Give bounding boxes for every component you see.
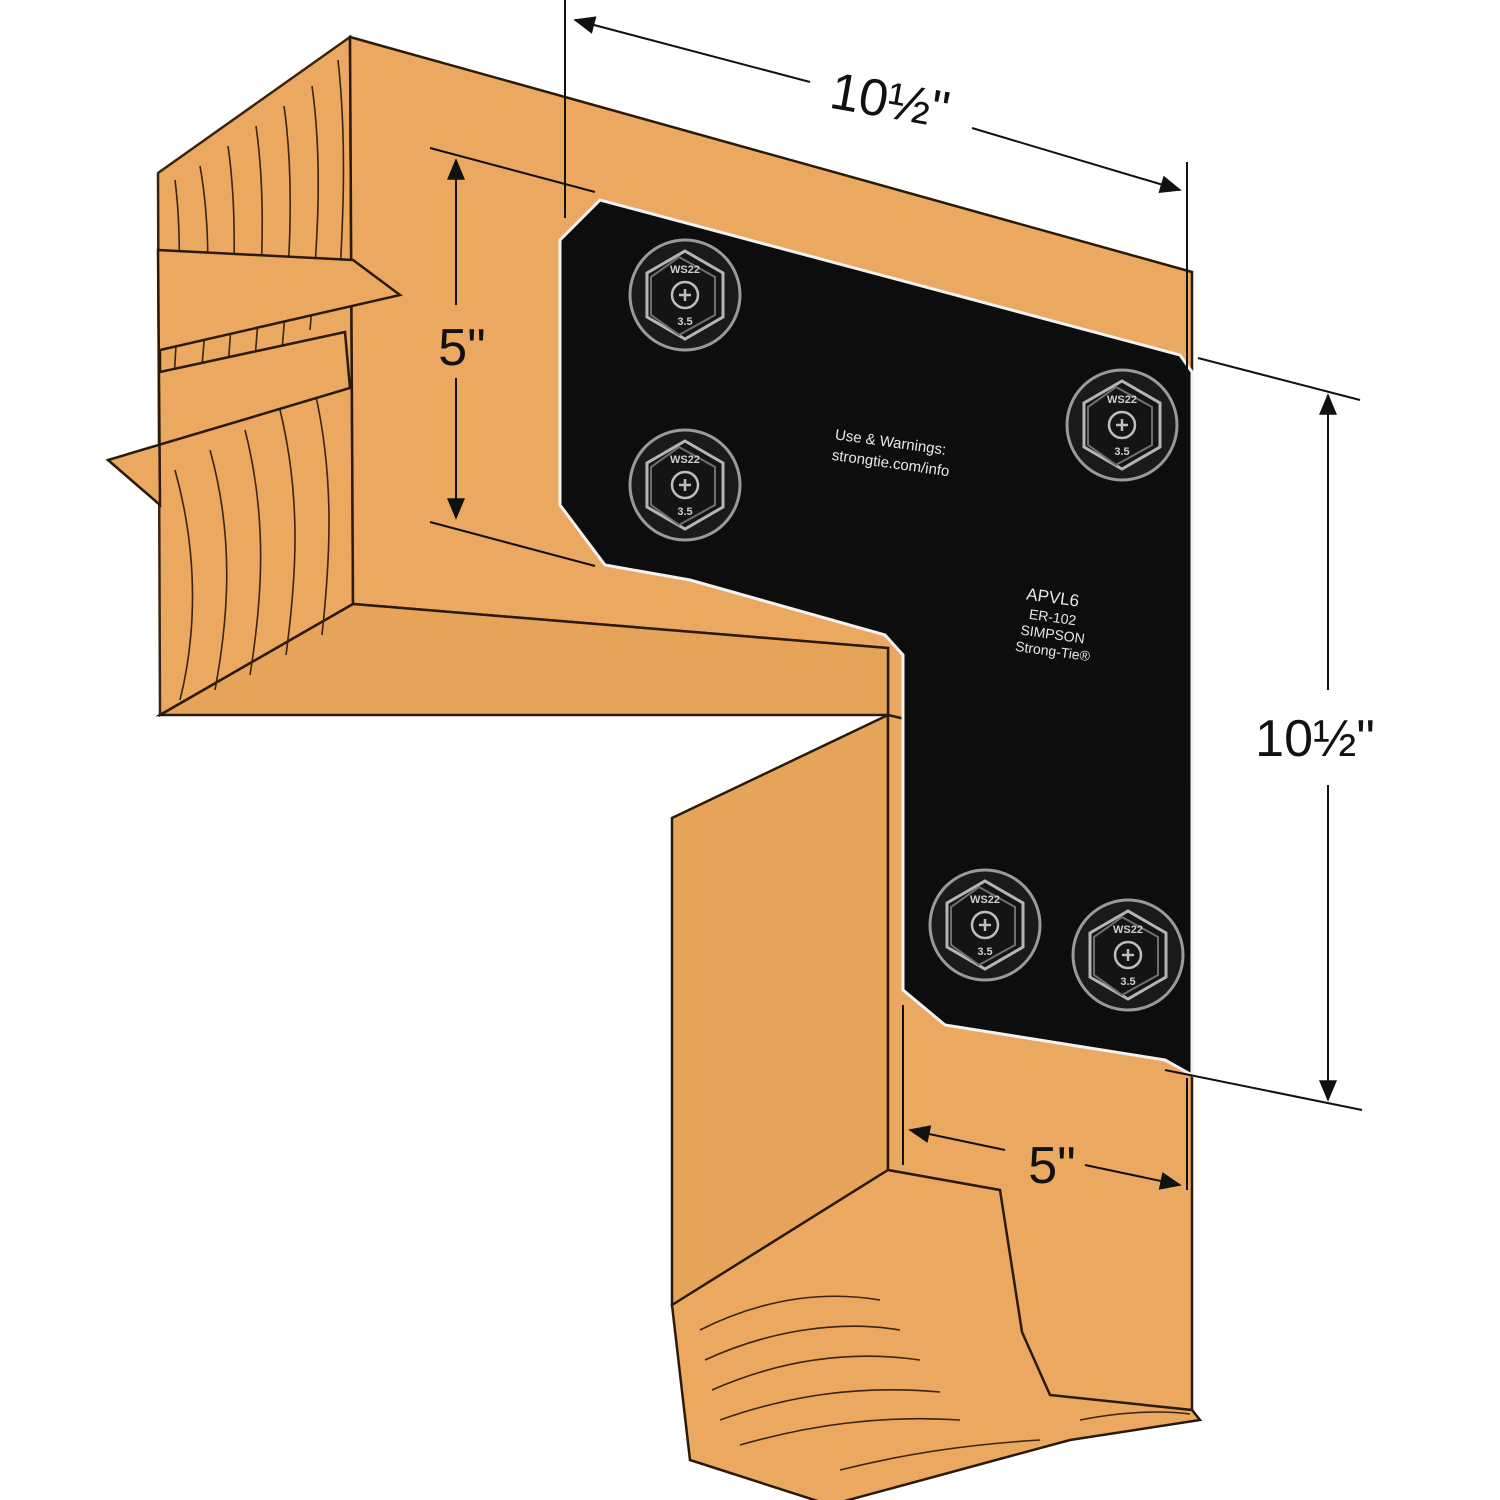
dim-bottom-arrow-left xyxy=(908,1125,1006,1151)
dimension-lines xyxy=(429,0,1363,1190)
dim-right-label: 10½" xyxy=(1255,710,1375,768)
dim-top-arrow-left xyxy=(573,16,811,83)
svg-text:WS22: WS22 xyxy=(670,454,700,466)
screw-bottom-left: WS22 3.5 xyxy=(928,868,1042,982)
svg-text:3.5: 3.5 xyxy=(977,946,992,958)
svg-text:WS22: WS22 xyxy=(970,894,1000,906)
svg-text:3.5: 3.5 xyxy=(1114,446,1129,458)
dim-top-label: 10½" xyxy=(826,62,954,140)
svg-text:WS22: WS22 xyxy=(1107,394,1137,406)
screw-bottom-right: WS22 3.5 xyxy=(1071,898,1185,1012)
svg-text:3.5: 3.5 xyxy=(677,316,692,328)
screw-top-right: WS22 3.5 xyxy=(1065,368,1179,482)
dim-bottom-arrow-right xyxy=(1084,1164,1182,1190)
apvl6-plate xyxy=(558,198,1194,1078)
post-grain xyxy=(699,1295,1191,1471)
plate-report: ER-102 xyxy=(1028,606,1077,628)
dim-bottom-label: 5" xyxy=(1028,1137,1075,1195)
svg-text:WS22: WS22 xyxy=(670,264,700,276)
svg-text:3.5: 3.5 xyxy=(677,506,692,518)
screw-top-left: WS22 3.5 xyxy=(628,238,742,352)
dim-top-arrow-right xyxy=(971,127,1182,193)
top-beam-split xyxy=(105,248,403,508)
svg-text:3.5: 3.5 xyxy=(1120,976,1135,988)
svg-text:WS22: WS22 xyxy=(1113,924,1143,936)
screw-mid-left: WS22 3.5 xyxy=(628,428,742,542)
dim-left-label: 5" xyxy=(438,319,485,377)
post-end-grain xyxy=(670,1168,1203,1500)
